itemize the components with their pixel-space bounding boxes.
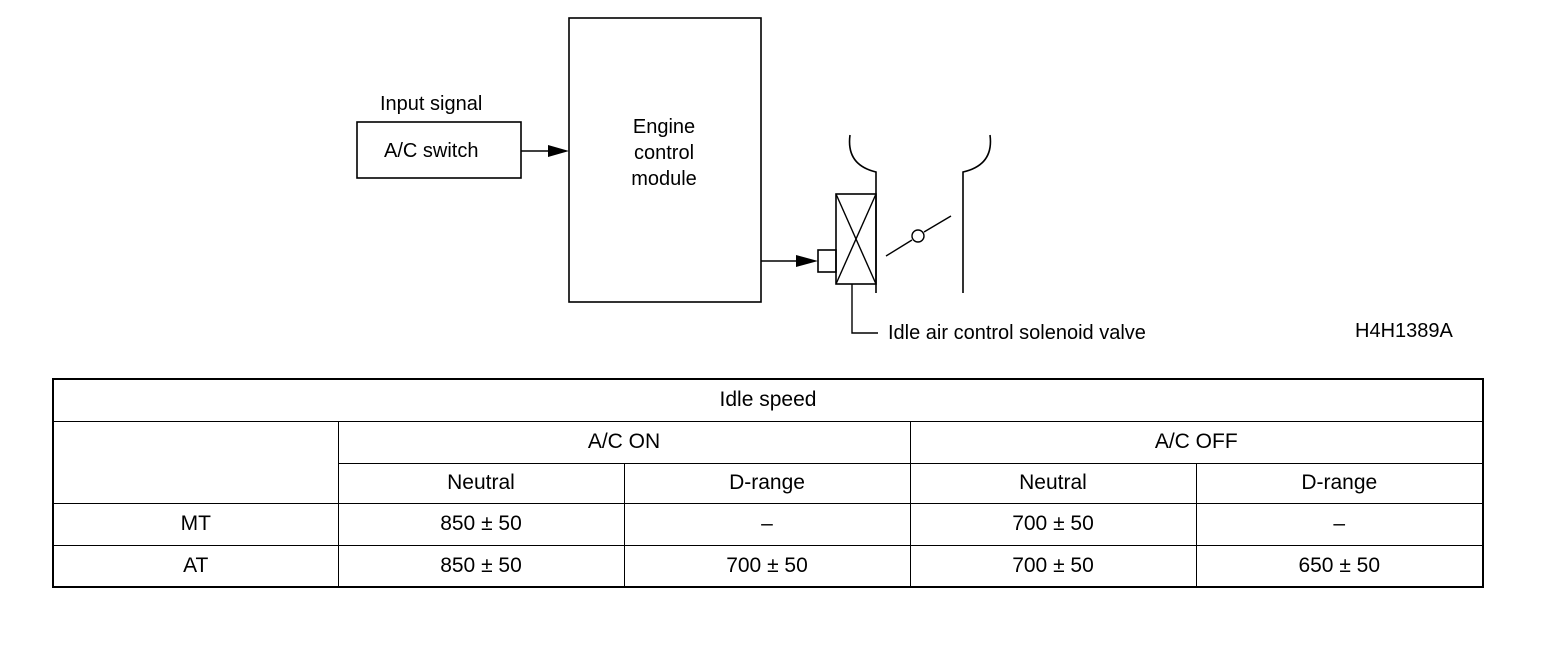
table-cell: 700 ± 50 [909, 502, 1197, 546]
idle-speed-table: Idle speed A/C ON A/C OFF Neutral D-rang… [52, 378, 1485, 588]
table-cell: 850 ± 50 [337, 502, 625, 546]
group-header-ac-on: A/C ON [337, 420, 911, 464]
ecm-label-line: control [633, 142, 695, 164]
sub-header-d-range: D-range [623, 462, 911, 504]
table-corner-cell [52, 420, 339, 504]
table-cell: 700 ± 50 [909, 544, 1197, 588]
sub-header-neutral: Neutral [909, 462, 1197, 504]
row-label: MT [52, 502, 339, 546]
arrow-ecm-to-valve [761, 255, 818, 267]
ecm-box [568, 17, 762, 303]
solenoid-valve-symbol [817, 193, 877, 285]
ac-switch-box [356, 121, 522, 179]
valve-leader-line [851, 284, 878, 334]
table-row: MT 850 ± 50 – 700 ± 50 – [52, 502, 1484, 546]
ecm-label-line: Engine [632, 116, 696, 138]
arrow-switch-to-ecm [521, 145, 569, 157]
table-row: AT 850 ± 50 700 ± 50 700 ± 50 650 ± 50 [52, 544, 1484, 588]
input-signal-label: Input signal [380, 93, 483, 115]
ac-switch-label: A/C switch [384, 140, 479, 162]
table-title: Idle speed [52, 378, 1484, 422]
table-cell: 650 ± 50 [1195, 544, 1484, 588]
table-cell: – [623, 502, 911, 546]
sub-header-neutral: Neutral [337, 462, 625, 504]
group-header-ac-off: A/C OFF [909, 420, 1484, 464]
throttle-body-symbol [848, 134, 992, 293]
ecm-label-line: module [631, 168, 697, 190]
row-label: AT [52, 544, 339, 588]
table-cell: – [1195, 502, 1484, 546]
table-cell: 850 ± 50 [337, 544, 625, 588]
valve-label: Idle air control solenoid valve [888, 322, 1146, 344]
figure-code: H4H1389A [1355, 320, 1453, 342]
system-diagram [356, 17, 992, 334]
sub-header-d-range: D-range [1195, 462, 1484, 504]
table-cell: 700 ± 50 [623, 544, 911, 588]
